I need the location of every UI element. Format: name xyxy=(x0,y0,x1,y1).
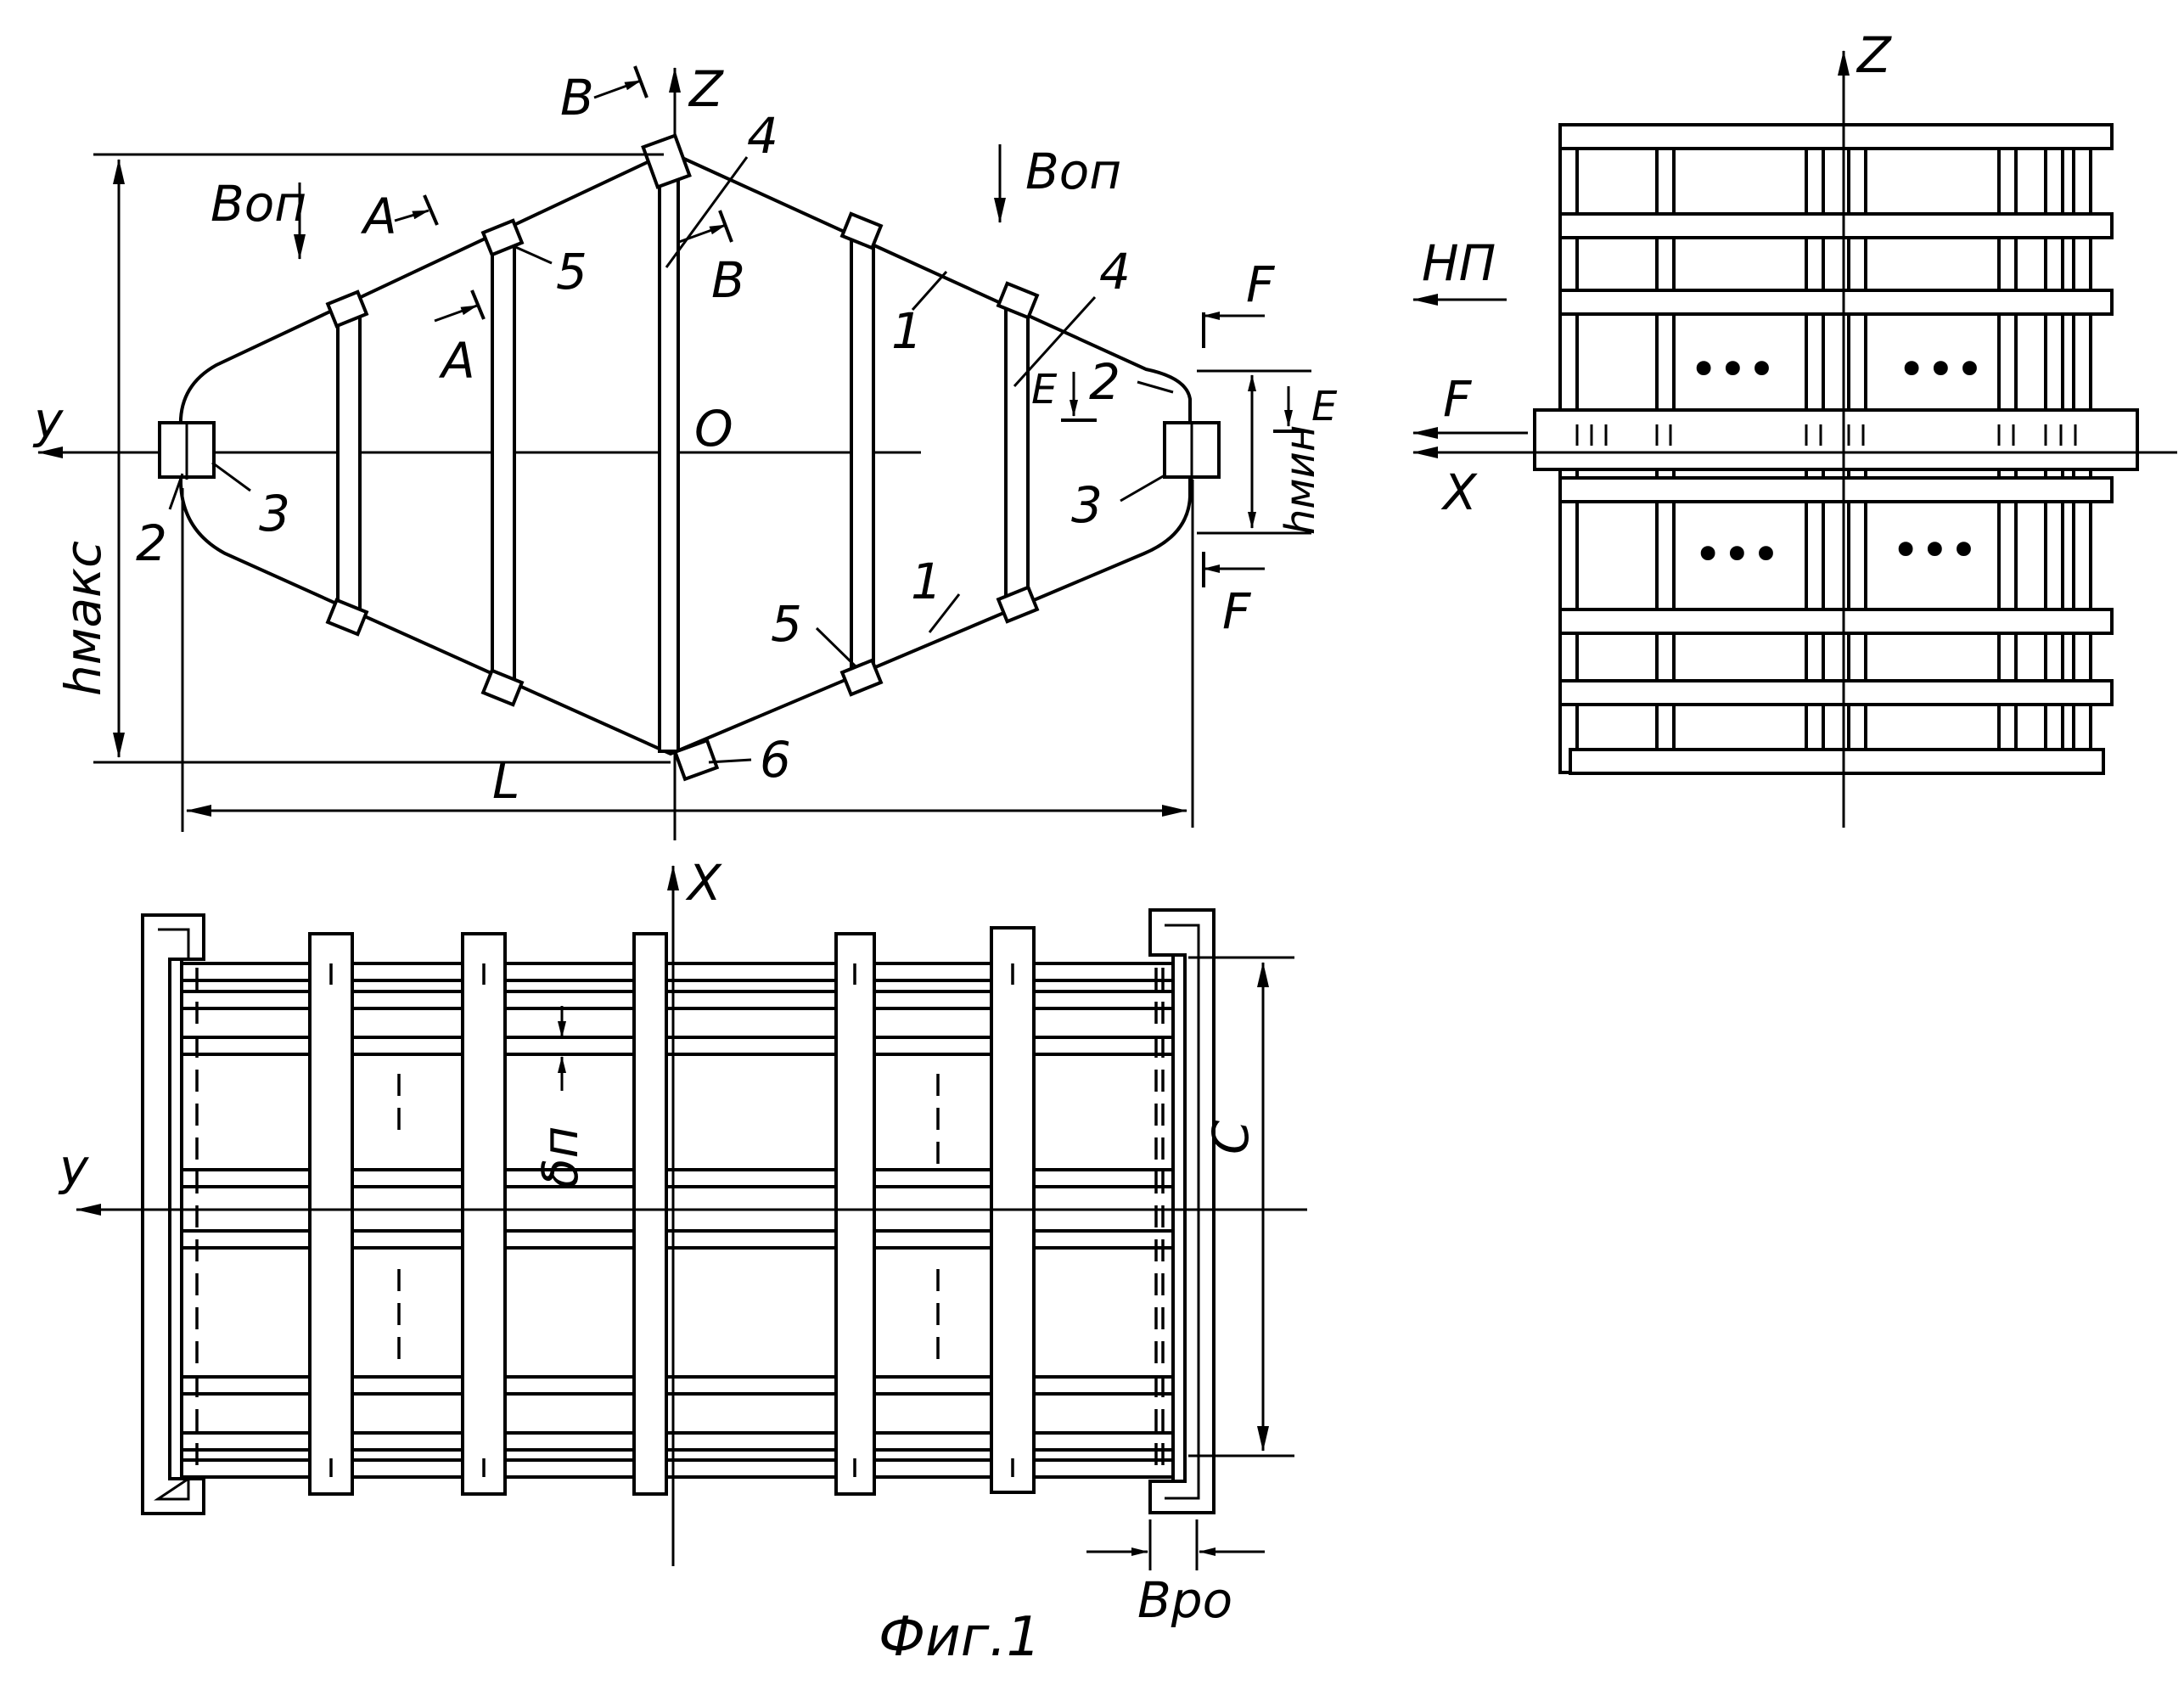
side-axis-z-label: Z xyxy=(688,60,724,118)
front-axis-x-label: X xyxy=(1440,463,1478,521)
top-joint xyxy=(643,136,690,188)
callout-1-bottom: 1 xyxy=(911,553,942,610)
section-a-top: A xyxy=(360,188,397,245)
front-ellipsis-1: ••• xyxy=(1689,340,1777,398)
bottom-joint xyxy=(675,740,716,779)
hmax-label: hмакс xyxy=(54,541,112,696)
callout-4-right: 4 xyxy=(1099,243,1131,300)
bro-label: Bро xyxy=(1137,1571,1232,1629)
side-axis-y-label: y xyxy=(32,391,64,449)
section-f-top: F xyxy=(1246,256,1276,313)
truss-outline xyxy=(181,154,1190,754)
plan-axis-y-label: y xyxy=(58,1138,89,1196)
plan-axis-x-label: X xyxy=(685,854,722,912)
side-view: hмакс L hмин Z y O B B A A Bоп Bоп xyxy=(32,60,1338,840)
callout-2-left: 2 xyxy=(136,514,167,572)
section-e-right: E xyxy=(1311,383,1338,430)
front-ellipsis-3: ••• xyxy=(1693,525,1781,583)
callout-1-top: 1 xyxy=(891,302,923,360)
section-f-bottom: F xyxy=(1222,582,1252,640)
front-direction-label: НП xyxy=(1422,234,1496,292)
front-force-label: F xyxy=(1443,370,1473,428)
c-label: C xyxy=(1202,1120,1260,1154)
figure-caption: Фиг.1 xyxy=(879,1606,1041,1669)
hmin-label: hмин xyxy=(1277,425,1324,535)
load-right-label: Bоп xyxy=(1025,143,1121,200)
plan-view: X y C δп Bро xyxy=(58,854,1307,1629)
callout-4-center: 4 xyxy=(747,107,778,165)
callout-6: 6 xyxy=(760,731,791,789)
length-label: L xyxy=(492,752,519,810)
front-ellipsis-2: ••• xyxy=(1897,340,1985,398)
callout-3-left: 3 xyxy=(259,485,290,542)
front-axis-z-label: Z xyxy=(1856,26,1892,84)
load-left-label: Bоп xyxy=(211,175,306,233)
callout-5-left: 5 xyxy=(556,243,587,300)
callout-2-right: 2 xyxy=(1089,353,1120,411)
callout-3-right: 3 xyxy=(1071,476,1103,534)
section-a-bottom: A xyxy=(438,332,475,390)
front-view: Z X F НП ••• ••• ••• ••• xyxy=(1413,26,2177,828)
callout-5-right: 5 xyxy=(771,595,802,653)
section-b-bottom: B xyxy=(711,251,745,309)
front-ellipsis-4: ••• xyxy=(1891,521,1979,579)
section-e-left: E xyxy=(1031,366,1058,413)
joint-blocks xyxy=(328,136,1037,779)
central-post xyxy=(660,161,678,751)
origin-label: O xyxy=(694,400,733,458)
delta-label: δп xyxy=(531,1126,589,1188)
section-b-top: B xyxy=(560,69,594,126)
